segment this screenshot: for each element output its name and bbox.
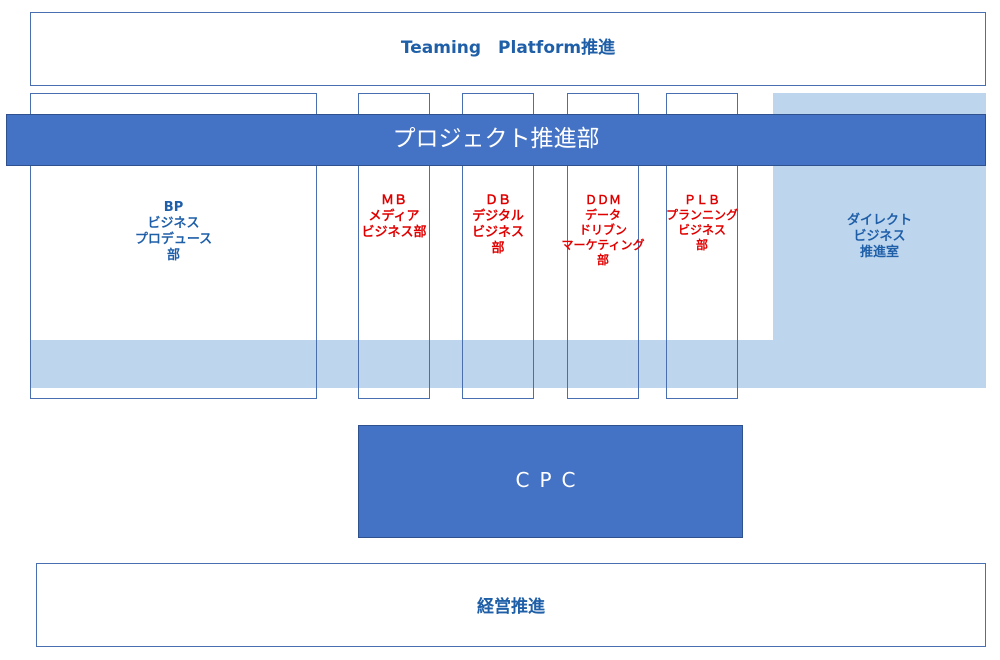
bp-line: プロデュース xyxy=(134,232,213,247)
ddm-line: ドリブン xyxy=(578,223,627,237)
bp-line: BP xyxy=(163,200,184,215)
cpc-label: CPC xyxy=(515,468,586,492)
project-promotion-label: プロジェクト推進部 xyxy=(392,126,600,152)
bp-department-label: BP ビジネス プロデュース 部 xyxy=(30,200,317,264)
mb-column xyxy=(358,93,430,399)
direct-business-label: ダイレクト ビジネス 推進室 xyxy=(773,213,986,261)
direct-line: ダイレクト xyxy=(846,213,912,228)
mb-department-label: ＭＢ メディア ビジネス部 xyxy=(338,193,450,241)
plb-line: 部 xyxy=(695,238,708,252)
cpc-box: CPC xyxy=(358,425,743,538)
db-line: ＤＢ xyxy=(484,193,511,208)
db-column xyxy=(462,93,534,399)
mb-line: メディア xyxy=(368,209,420,224)
plb-line: ビジネス xyxy=(677,223,726,237)
db-line: デジタル xyxy=(472,209,524,224)
bp-column xyxy=(30,93,317,399)
ddm-column xyxy=(567,93,639,399)
management-promotion-box: 経営推進 xyxy=(36,563,986,647)
ddm-line: ＤＤＭ xyxy=(584,193,621,207)
project-promotion-bar: プロジェクト推進部 xyxy=(6,114,986,166)
plb-line: ＰＬＢ xyxy=(683,193,720,207)
bp-line: 部 xyxy=(166,248,180,263)
ddm-line: 部 xyxy=(596,253,609,267)
direct-line: 推進室 xyxy=(859,245,899,260)
ddm-department-label: ＤＤＭ データ ドリブン マーケティング 部 xyxy=(542,193,664,268)
db-line: ビジネス xyxy=(471,225,524,240)
plb-department-label: ＰＬＢ プランニング ビジネス 部 xyxy=(646,193,758,253)
teaming-platform-box: Teaming Platform推進 xyxy=(30,12,986,86)
management-promotion-label: 経営推進 xyxy=(477,597,545,617)
bp-line: ビジネス xyxy=(147,216,200,231)
plb-line: プランニング xyxy=(665,208,738,222)
db-department-label: ＤＢ デジタル ビジネス 部 xyxy=(442,193,554,257)
mb-line: ビジネス部 xyxy=(361,225,427,240)
db-line: 部 xyxy=(491,241,505,256)
ddm-line: データ xyxy=(584,208,621,222)
plb-column xyxy=(666,93,738,399)
teaming-platform-label: Teaming Platform推進 xyxy=(400,38,616,58)
direct-line: ビジネス xyxy=(853,229,906,244)
ddm-line: マーケティング xyxy=(561,238,645,252)
mb-line: ＭＢ xyxy=(380,193,407,208)
